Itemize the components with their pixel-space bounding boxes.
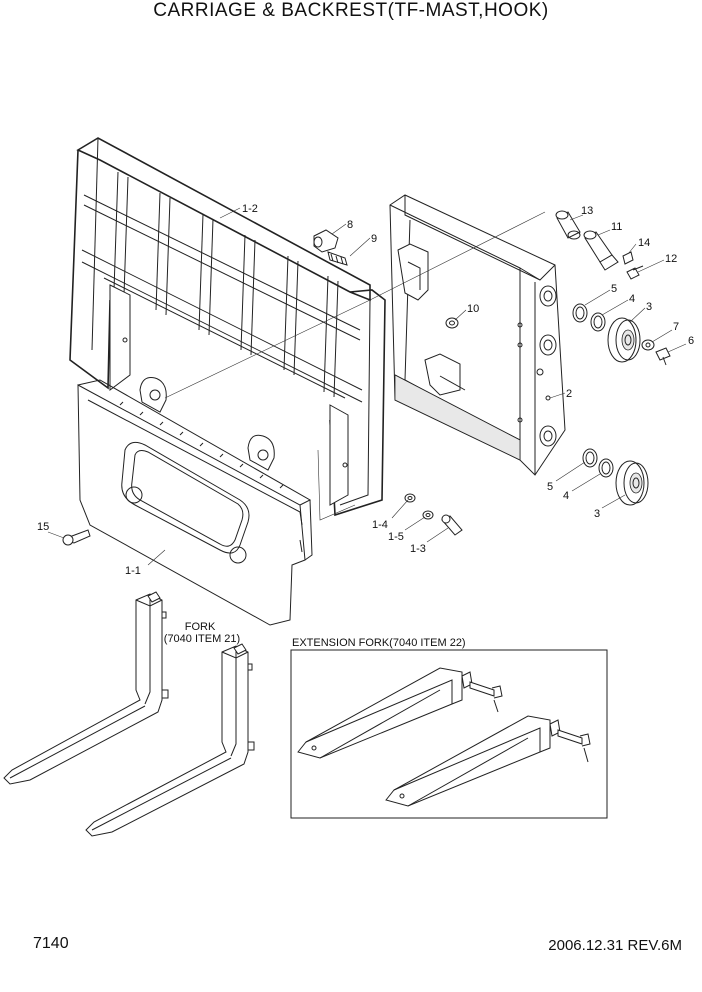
standard-forks <box>3 591 255 837</box>
callout-1-4: 1-4 <box>372 519 388 531</box>
callout-14: 14 <box>638 237 650 249</box>
page-title: CARRIAGE & BACKREST(TF-MAST,HOOK) <box>153 0 549 21</box>
part-1-4-washer <box>404 493 416 503</box>
extension-forks <box>297 667 591 807</box>
part-6-bolt <box>655 347 671 366</box>
callout-1-5: 1-5 <box>388 531 404 543</box>
part-3-roller-upper <box>607 317 641 363</box>
callout-11: 11 <box>611 221 622 233</box>
fork-label-line2: (7040 ITEM 21) <box>164 633 240 645</box>
part-3-roller-lower <box>615 460 649 506</box>
part-9-bolt <box>327 251 348 266</box>
part-5-shim-lower <box>582 448 598 468</box>
part-11-shaft <box>583 230 619 271</box>
part-7-washer <box>641 339 655 351</box>
leader-lines <box>47 207 687 566</box>
callout-6: 6 <box>688 335 694 347</box>
part-1-5-washer <box>422 510 434 520</box>
part-8-pin <box>313 229 339 253</box>
callout-1-3: 1-3 <box>410 543 426 555</box>
page-number: 7140 <box>33 935 69 952</box>
callout-15: 15 <box>37 521 49 533</box>
part-12-bolt <box>626 265 644 280</box>
carriage-plate <box>77 377 313 626</box>
backrest-grille <box>69 137 386 517</box>
callout-9: 9 <box>371 233 377 245</box>
callout-1-1: 1-1 <box>125 565 141 577</box>
callout-12: 12 <box>665 253 677 265</box>
part-13-bushing <box>555 210 581 240</box>
callout-13: 13 <box>581 205 593 217</box>
part-15-bolt <box>62 529 91 546</box>
part-1-3-bolt <box>441 514 463 536</box>
part-5-shim-upper <box>572 303 588 323</box>
part-10-nut <box>445 317 459 329</box>
extension-fork-box <box>290 649 608 819</box>
fork-label-line1: FORK <box>185 621 216 633</box>
callout-10: 10 <box>467 303 479 315</box>
callout-2: 2 <box>566 388 572 400</box>
extension-fork-label: EXTENSION FORK(7040 ITEM 22) <box>292 637 466 649</box>
callout-4-lower: 4 <box>563 490 569 502</box>
callout-8: 8 <box>347 219 353 231</box>
part-4-shim-lower <box>598 458 614 478</box>
callout-5-lower: 5 <box>547 481 553 493</box>
callout-7: 7 <box>673 321 679 333</box>
callout-3-lower: 3 <box>594 508 600 520</box>
callout-5-upper: 5 <box>611 283 617 295</box>
part-4-shim-upper <box>590 312 606 332</box>
callout-4-upper: 4 <box>629 293 635 305</box>
callout-1-2: 1-2 <box>242 203 258 215</box>
carriage-frame <box>389 194 566 476</box>
callout-3-upper: 3 <box>646 301 652 313</box>
revision-date: 2006.12.31 REV.6M <box>548 937 682 954</box>
